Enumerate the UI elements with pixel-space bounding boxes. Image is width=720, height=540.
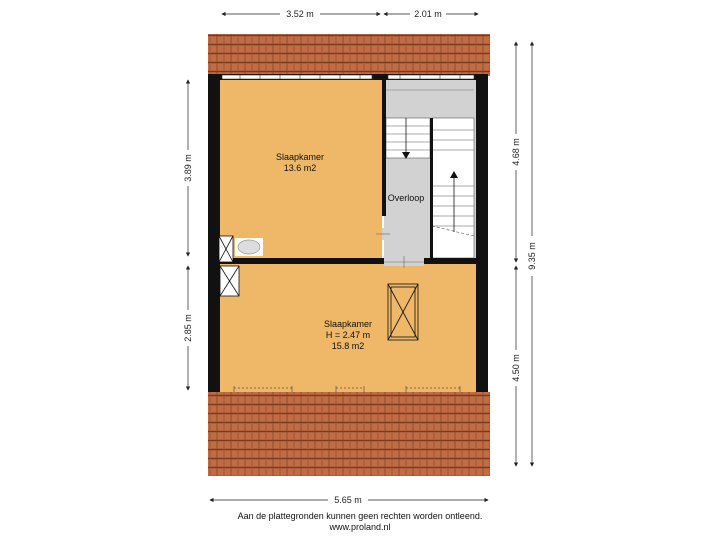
room-label-landing: Overloop: [388, 193, 425, 203]
room-label-bedroom-bottom: Slaapkamer: [324, 319, 372, 329]
footer-website[interactable]: www.proland.nl: [329, 522, 391, 532]
dim-left-lower: 2.85 m: [183, 314, 193, 342]
built-in-cabinets: [218, 235, 240, 297]
room-label-bedroom-top: Slaapkamer: [276, 152, 324, 162]
dim-right-total: 9.35 m: [527, 242, 537, 270]
dim-right-upper: 4.68 m: [511, 138, 521, 166]
stair-arrow-up: [450, 171, 458, 232]
dim-left-upper: 3.89 m: [183, 154, 193, 182]
roof-top: [208, 34, 490, 76]
dim-top-left: 3.52 m: [286, 9, 314, 19]
stair-arrow-down: [402, 118, 410, 159]
top-windows: [221, 74, 475, 80]
footer-disclaimer: Aan de plattegronden kunnen geen rechten…: [237, 511, 483, 521]
dim-top-right: 2.01 m: [414, 9, 442, 19]
room-area-bedroom-bottom: 15.8 m2: [332, 341, 365, 351]
landing-door: [376, 228, 424, 268]
dim-right-lower: 4.50 m: [511, 354, 521, 382]
washbasin: [235, 238, 263, 256]
bedroom-bottom-floor: [220, 264, 476, 392]
dim-bottom: 5.65 m: [334, 495, 362, 505]
bedroom-top-floor: [220, 80, 382, 258]
room-height-bedroom-bottom: H = 2.47 m: [326, 330, 370, 340]
room-area-bedroom-top: 13.6 m2: [284, 163, 317, 173]
roof-bottom: [208, 392, 490, 476]
roof-slope-markers: [233, 386, 461, 392]
skylight: [387, 283, 419, 341]
